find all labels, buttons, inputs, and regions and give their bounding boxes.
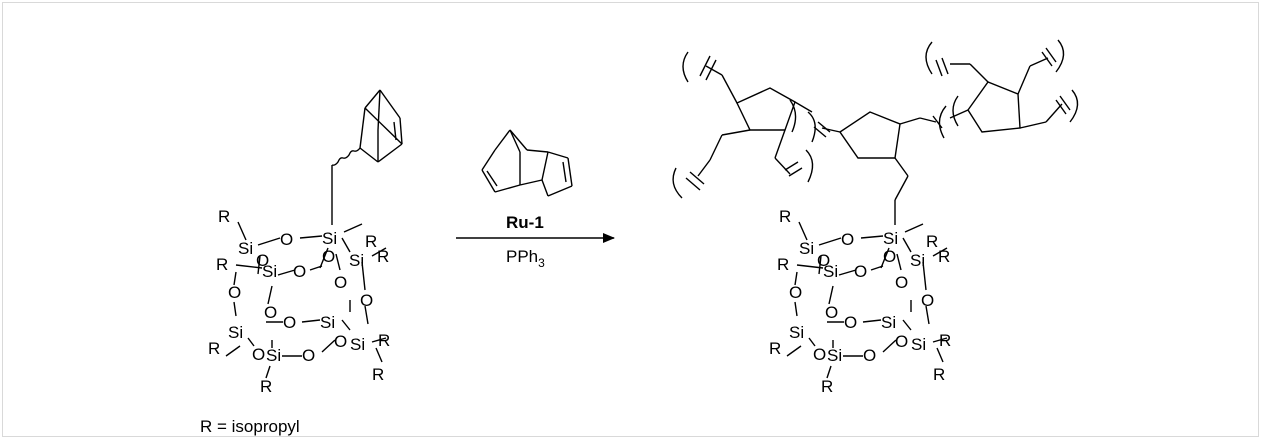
atom-si: Si [827,346,842,365]
atom-o: O [921,291,934,310]
atom-o: O [280,230,293,249]
atom-si: Si [228,323,243,342]
atom-o: O [334,332,347,351]
norbornene-ring [359,89,403,163]
atom-si: Si [350,335,365,354]
atom-si: Si [883,229,898,248]
atom-si: Si [910,251,925,270]
atom-r: R [939,331,951,350]
atom-o: O [817,251,830,270]
atom-r: R [378,331,390,350]
atom-r: R [926,232,938,251]
atom-r: R [769,339,781,358]
cyclopentane-ring-1 [672,51,814,199]
atom-o: O [854,262,867,281]
atom-o: O [789,283,802,302]
atom-o: O [844,313,857,332]
atom-si: Si [320,313,335,332]
atom-r: R [218,207,230,226]
atom-o: O [283,313,296,332]
atom-si: Si [322,229,337,248]
atom-si: Si [881,313,896,332]
atom-si: Si [349,251,364,270]
wavy-bond [331,147,361,166]
catalyst-label: Ru-1 [506,213,544,232]
reagent-label: PPh3 [506,247,545,270]
cyclopentane-ring-2 [807,105,947,225]
dicyclopentadiene-structure [481,129,573,197]
atom-r: R [365,232,377,251]
reaction-conditions: Ru-1 PPh3 [456,129,615,270]
poss-cage-atoms: R Si O Si R O R Si O O Si R O O O O Si O… [208,207,390,396]
atom-r: R [779,207,791,226]
atom-o: O [334,273,347,292]
atom-o: O [293,262,306,281]
atom-si: Si [789,323,804,342]
atom-o: O [841,230,854,249]
atom-o: O [252,345,265,364]
atom-si: Si [911,335,926,354]
atom-o: O [228,283,241,302]
atom-si: Si [266,346,281,365]
atom-o: O [863,346,876,365]
atom-r: R [821,377,833,396]
atom-o: O [360,291,373,310]
polymer-structure: R Si O Si R O R Si O O Si R O O O O Si O… [672,39,1079,396]
atom-r: R [372,365,384,384]
atom-si: Si [823,262,838,281]
atom-o: O [895,273,908,292]
product-poss-cage-atoms: R Si O Si R O R Si O O Si R O O O O Si O… [769,207,951,396]
atom-si: Si [262,262,277,281]
isopropyl-bonds [225,221,387,379]
atom-r: R [208,339,220,358]
atom-r: R [377,247,389,266]
atom-o: O [825,303,838,322]
atom-o: O [302,346,315,365]
atom-o: O [256,251,269,270]
monomer-structure: R Si O Si R O R Si O O Si R O O O O Si O… [208,89,403,396]
atom-r: R [260,377,272,396]
atom-o: O [264,303,277,322]
poss-cage-bonds [233,235,369,357]
atom-si: Si [238,239,253,258]
cyclopentane-ring-3 [925,39,1079,133]
r-group-definition: R = isopropyl [200,417,300,436]
atom-r: R [938,247,950,266]
atom-o: O [883,247,896,266]
atom-r: R [216,255,228,274]
atom-o: O [813,345,826,364]
atom-o: O [322,247,335,266]
atom-o: O [895,332,908,351]
atom-si: Si [799,239,814,258]
atom-r: R [933,365,945,384]
product-poss-cage-bonds [786,221,948,379]
atom-r: R [777,255,789,274]
